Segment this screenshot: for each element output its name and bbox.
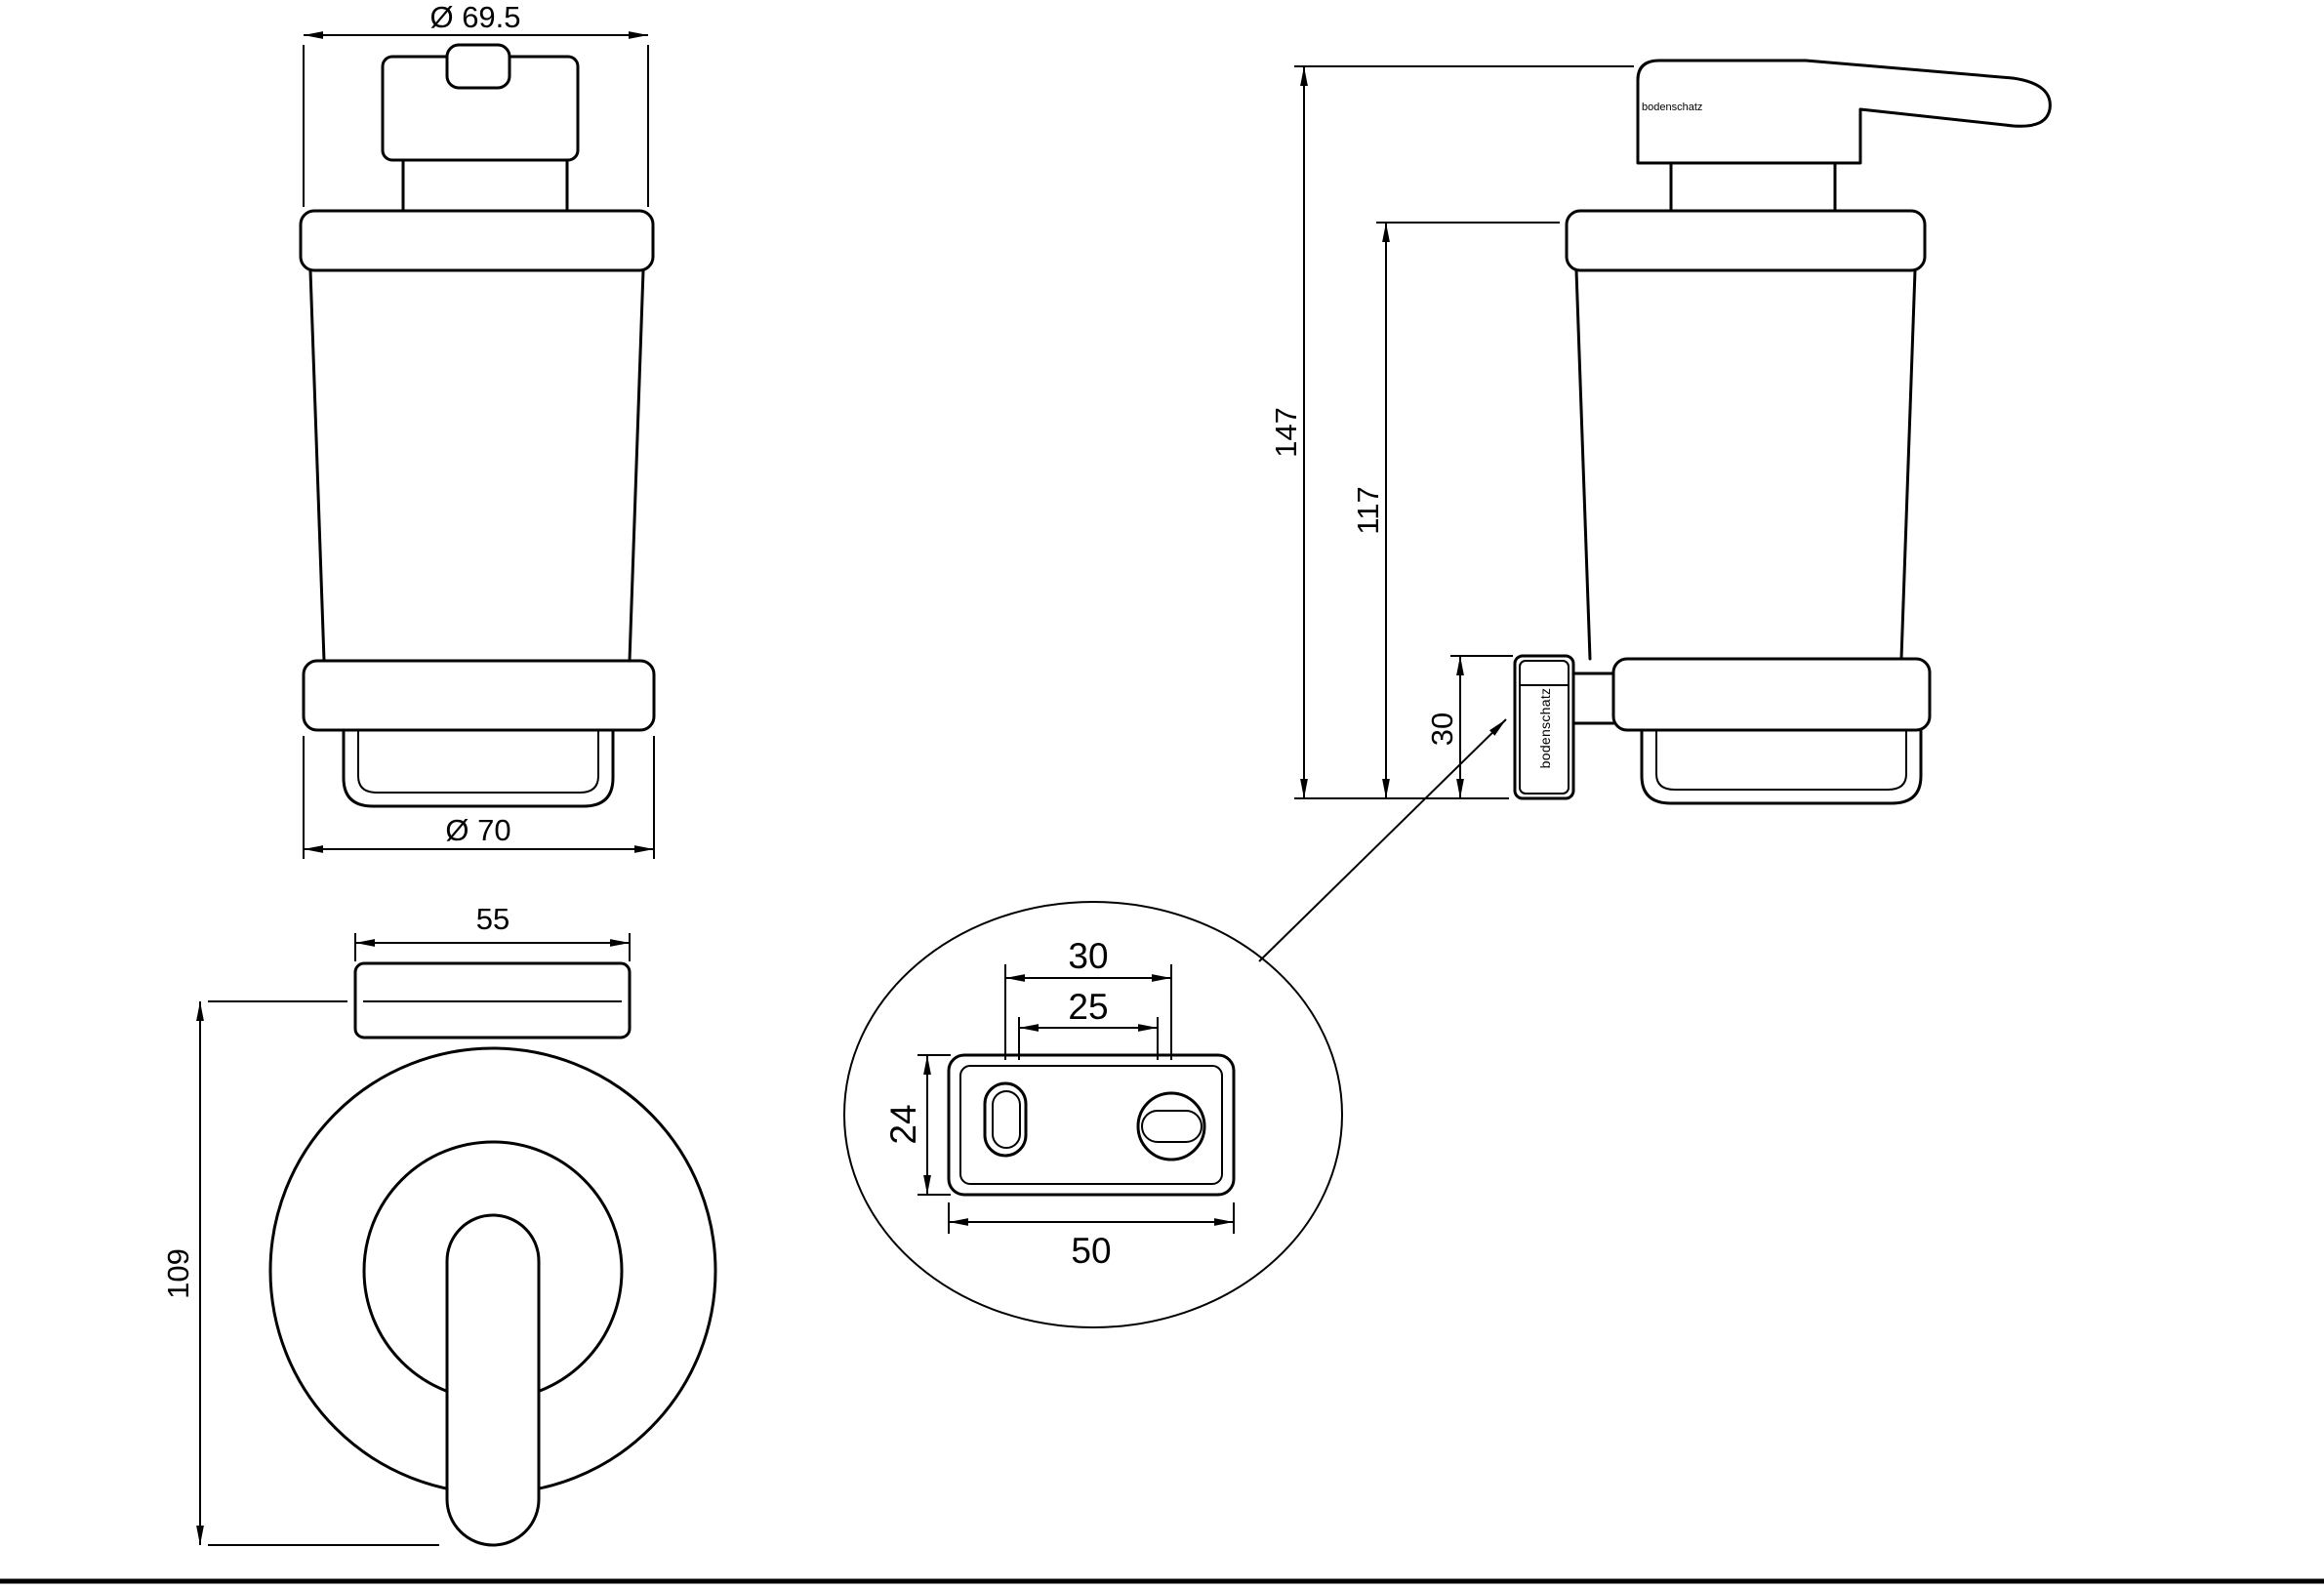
mount-plate-inner-outline bbox=[959, 1065, 1223, 1185]
holder-ring bbox=[1611, 657, 1932, 732]
dim-glass-height: 117 bbox=[1351, 223, 1390, 798]
dim-total-height: 147 bbox=[1269, 66, 1308, 798]
dim-bottom-diameter-label: Ø 70 bbox=[445, 813, 510, 847]
dim-total-height-label: 147 bbox=[1269, 407, 1303, 458]
glass-body-edge bbox=[1899, 268, 1917, 661]
detail-view: 30 25 24 50 bbox=[843, 901, 1343, 1328]
front-view: Ø 69.5 Ø 70 bbox=[299, 0, 656, 859]
dim-bottom-diameter: Ø 70 bbox=[303, 736, 655, 859]
mount-slot-hole-inner bbox=[992, 1090, 1021, 1149]
glass-bottom-inner bbox=[357, 730, 599, 794]
top-view: 55 109 bbox=[161, 902, 717, 1547]
side-view: 147 117 30 bodenschatz bodenschatz bbox=[1258, 59, 2052, 962]
holder-ring bbox=[302, 659, 656, 732]
dim-plate-length: 50 bbox=[948, 1202, 1235, 1271]
mount-plate-outline bbox=[947, 1053, 1236, 1197]
pump-lever-head bbox=[1636, 59, 2052, 165]
dim-plate-length-label: 50 bbox=[1071, 1231, 1111, 1271]
glass-body-edge bbox=[308, 268, 326, 663]
collar-ring bbox=[299, 209, 655, 272]
glass-bottom-outer bbox=[342, 728, 615, 808]
dim-top-diameter-label: Ø 69.5 bbox=[429, 0, 520, 34]
pump-nozzle-clip bbox=[445, 43, 511, 90]
mount-slot-hole bbox=[983, 1081, 1028, 1158]
glass-bottom-outer bbox=[1640, 728, 1923, 805]
dim-slot-spacing: 25 bbox=[1018, 987, 1159, 1060]
dim-hole-spacing-label: 30 bbox=[1068, 936, 1108, 976]
dim-hole-spacing: 30 bbox=[1004, 936, 1172, 1060]
mount-keyhole bbox=[1136, 1091, 1206, 1161]
detail-bubble bbox=[843, 901, 1343, 1328]
collar-ring bbox=[1565, 209, 1927, 272]
dim-plate-width: 55 bbox=[354, 902, 631, 961]
dim-mount-height: 30 bbox=[1425, 656, 1464, 798]
dim-slot-spacing-label: 25 bbox=[1068, 987, 1108, 1027]
glass-bottom-inner bbox=[1655, 730, 1907, 791]
wall-plate-inner bbox=[1519, 660, 1570, 794]
wall-plate bbox=[1513, 654, 1575, 800]
dim-top-diameter: Ø 69.5 bbox=[303, 0, 649, 207]
dim-depth-label: 109 bbox=[161, 1248, 195, 1299]
dim-glass-height-label: 117 bbox=[1351, 486, 1385, 534]
dim-plate-height-label: 24 bbox=[883, 1104, 923, 1144]
pump-lever-top bbox=[445, 1213, 541, 1547]
dim-mount-height-label: 30 bbox=[1425, 713, 1459, 746]
detail-leader-arrow bbox=[1258, 718, 1507, 962]
dim-plate-width-label: 55 bbox=[476, 902, 510, 936]
dim-plate-height: 24 bbox=[883, 1054, 951, 1196]
brand-label: bodenschatz bbox=[1537, 688, 1553, 769]
glass-body-edge bbox=[1574, 268, 1592, 661]
glass-body-edge bbox=[628, 268, 645, 663]
mount-keyhole-slot bbox=[1141, 1110, 1203, 1143]
dim-depth: 109 bbox=[161, 1000, 439, 1546]
pump-logo-text: bodenschatz bbox=[1642, 102, 1702, 113]
